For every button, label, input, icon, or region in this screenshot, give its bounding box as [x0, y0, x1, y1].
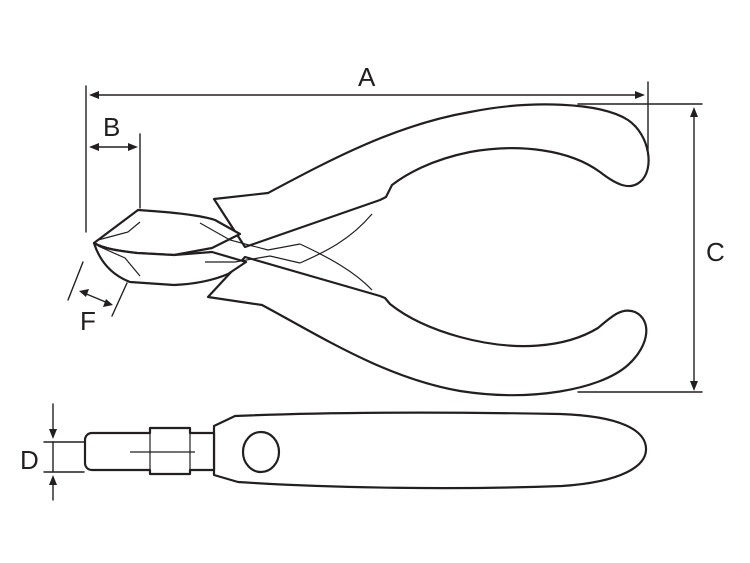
pliers-side-view	[92, 103, 650, 397]
dim-f-label: F	[80, 306, 96, 336]
dim-b-arrow-left	[89, 143, 99, 151]
pliers-top-view	[83, 411, 648, 490]
cutting-edge-upper	[97, 221, 141, 241]
pivot-plate-upper	[199, 222, 301, 251]
spring	[299, 213, 373, 291]
cutting-edge-lower	[97, 245, 141, 277]
dim-d-label: D	[20, 445, 39, 475]
dimension-A: A	[85, 62, 703, 233]
dim-c-label: C	[706, 237, 725, 267]
dim-b-label: B	[103, 112, 120, 142]
dim-f-line	[83, 292, 109, 304]
dim-a-arrow-left	[89, 91, 99, 99]
upper-jaw	[92, 208, 242, 257]
dim-c-arrow-top	[690, 107, 698, 117]
dim-f-arrow-left	[79, 289, 89, 297]
dim-f-ext-right	[111, 282, 128, 317]
dim-c-arrow-bottom	[690, 381, 698, 391]
closed-handle	[212, 411, 648, 490]
dimension-F: F	[67, 261, 128, 336]
dim-f-ext-left	[67, 261, 84, 301]
dim-b-arrow-right	[128, 143, 138, 151]
lower-handle	[206, 255, 648, 397]
dim-d-arrow-bottom	[49, 475, 57, 485]
dim-d-arrow-top	[49, 429, 57, 439]
dim-a-label: A	[358, 62, 376, 92]
lower-jaw	[92, 241, 248, 287]
upper-handle	[212, 103, 650, 249]
dim-f-arrow-right	[103, 299, 113, 307]
dimension-B: B	[89, 112, 141, 209]
dim-a-arrow-right	[635, 91, 645, 99]
pivot-plate-lower	[205, 255, 301, 264]
handle-grip-circle	[241, 430, 281, 474]
dimension-C: C	[577, 107, 725, 393]
dimension-D: D	[20, 403, 85, 501]
